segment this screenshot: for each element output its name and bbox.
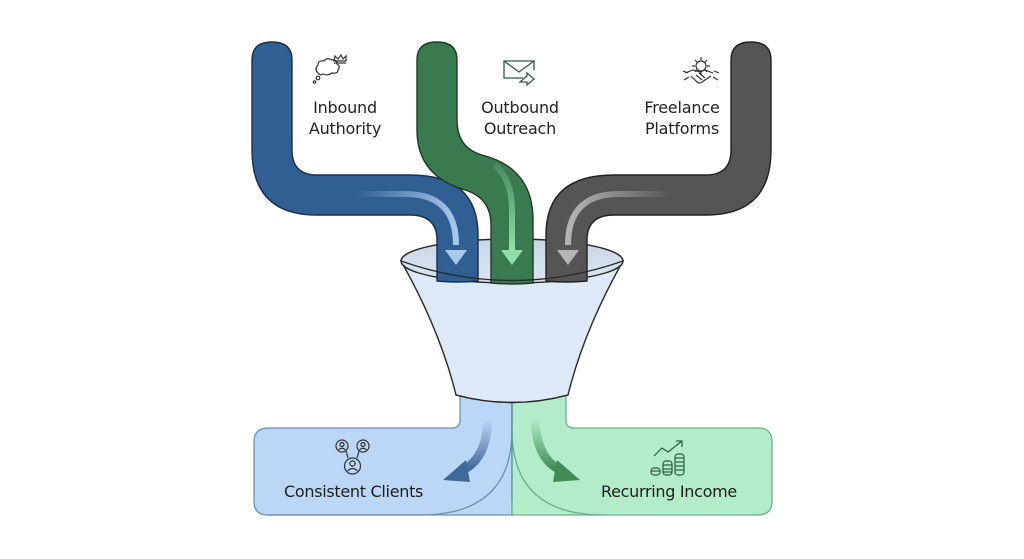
output-split-curve-right [511, 429, 605, 516]
output-label-recurring-income: Recurring Income [601, 482, 737, 501]
input-label-freelance-platforms: Freelance Platforms [632, 97, 732, 139]
output-arrowhead-left [443, 460, 470, 482]
input-label-freelance-line1: Freelance [644, 98, 720, 117]
output-box-recurring-income [511, 394, 773, 516]
input-label-inbound-line1: Inbound [313, 98, 377, 117]
arrow-inbound-flow [355, 191, 459, 246]
funnel-neck-bottom [455, 394, 569, 404]
output-arrowhead-right [553, 460, 580, 482]
funnel-rim-front [400, 260, 624, 282]
arrow-freelance-flow [565, 191, 670, 246]
envelope-send-icon [503, 60, 535, 87]
pipe-freelance-platforms [545, 41, 772, 283]
input-label-inbound-authority: Inbound Authority [300, 97, 390, 139]
input-label-outbound-outreach: Outbound Outreach [470, 97, 570, 139]
output-label-consistent-clients: Consistent Clients [284, 482, 424, 501]
input-label-inbound-line2: Authority [308, 119, 382, 138]
arrow-freelance-head [557, 250, 579, 265]
thought-cloud-crown-icon [312, 53, 347, 84]
arrow-outbound-flow [492, 162, 515, 250]
input-label-outbound-line1: Outbound [481, 98, 559, 117]
pipe-outbound-outreach [416, 41, 534, 285]
input-label-outbound-line2: Outreach [483, 119, 557, 138]
handshake-gear-icon [682, 57, 720, 84]
arrow-outbound-head [501, 250, 523, 265]
coins-growth-icon [650, 440, 685, 476]
users-network-icon [335, 439, 370, 475]
input-label-freelance-line2: Platforms [644, 119, 719, 138]
output-box-consistent-clients [253, 394, 513, 516]
arrow-inbound-head [445, 250, 467, 265]
